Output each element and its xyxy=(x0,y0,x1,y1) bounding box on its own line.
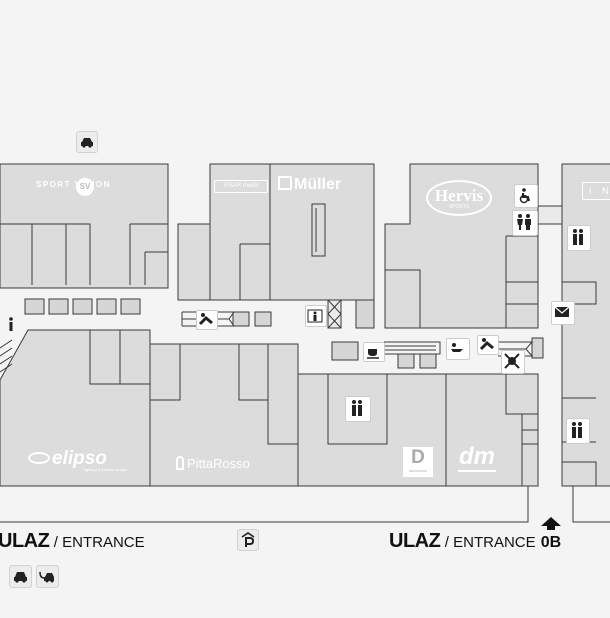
entrance-left-word: ULAZ xyxy=(0,530,50,552)
store-hervis xyxy=(384,163,539,329)
store-shop-a xyxy=(177,223,211,301)
restroom-icon[interactable] xyxy=(566,418,590,444)
elevator-icon[interactable] xyxy=(305,305,327,327)
mail-icon[interactable] xyxy=(551,301,575,325)
store-deichmann-sub: DEICHMANN xyxy=(408,469,428,473)
entrance-right-word: ULAZ xyxy=(389,530,441,552)
entrance-right-sub: / ENTRANCE xyxy=(444,534,536,551)
store-sport-vision-text: SPORT VISION xyxy=(36,180,111,189)
store-deichmann-label: D DEICHMANN xyxy=(403,447,433,477)
store-elipso-sub: lighting & interior design xyxy=(84,467,127,472)
sport-vision-logo-badge: SV xyxy=(76,178,94,196)
store-sport-vision xyxy=(0,163,169,289)
car-icon[interactable] xyxy=(76,131,98,153)
wheelchair-icon[interactable] xyxy=(514,184,538,208)
store-hervis-sub: SPORTS xyxy=(448,204,470,210)
parking-icon[interactable] xyxy=(237,529,259,551)
store-dm xyxy=(445,373,539,487)
muller-mark xyxy=(278,176,292,190)
restroom-icon[interactable] xyxy=(567,225,591,251)
store-hervis-label: Hervis SPORTS xyxy=(426,180,492,216)
store-sport-vision-label: SPORT VISION xyxy=(36,180,136,200)
dm-underline xyxy=(458,470,496,472)
store-muller-text: Müller xyxy=(294,176,342,193)
store-elipso-label: elipso lighting & interior design xyxy=(28,448,127,472)
restroom-icon[interactable] xyxy=(345,396,371,422)
store-deichmann-letter: D xyxy=(411,447,425,468)
store-yisar-label: YISAR medic xyxy=(214,180,268,193)
entrance-right-label: ULAZ / ENTRANCE xyxy=(389,530,536,553)
arrow-up-icon xyxy=(541,517,561,530)
level-marker: 0B xyxy=(538,516,564,552)
store-edge-text: I N xyxy=(589,186,610,196)
entrance-left-label: ULAZ / ENTRANCE xyxy=(0,530,145,553)
cafe-icon[interactable] xyxy=(363,342,385,362)
entrance-left-sub: / ENTRANCE xyxy=(53,534,145,551)
store-elipso-text: elipso xyxy=(52,448,107,469)
store-yisar-text: YISAR medic xyxy=(223,183,259,189)
level-text: 0B xyxy=(540,534,562,551)
ev-charging-icon[interactable] xyxy=(36,565,59,588)
store-pittarosso-label: PittaRosso xyxy=(176,456,250,471)
pittarosso-mark xyxy=(176,456,184,470)
store-pittarosso-text: PittaRosso xyxy=(187,456,250,471)
elipso-mark xyxy=(28,452,50,464)
info-icon[interactable] xyxy=(3,314,19,334)
escalator-icon[interactable] xyxy=(196,310,218,330)
baby-care-icon[interactable] xyxy=(446,338,470,360)
store-hervis-text: Hervis xyxy=(434,186,484,205)
store-edge-label: I N xyxy=(582,182,610,200)
store-dm-label: dm xyxy=(456,443,498,472)
store-muller-label: Müller xyxy=(278,176,341,194)
restroom-icon[interactable] xyxy=(512,210,538,236)
store-dm-text: dm xyxy=(459,443,495,470)
stroller-icon[interactable] xyxy=(501,350,525,374)
escalator-icon[interactable] xyxy=(477,335,499,355)
car-icon[interactable] xyxy=(9,565,32,588)
sport-vision-badge-text: SV xyxy=(79,182,91,191)
